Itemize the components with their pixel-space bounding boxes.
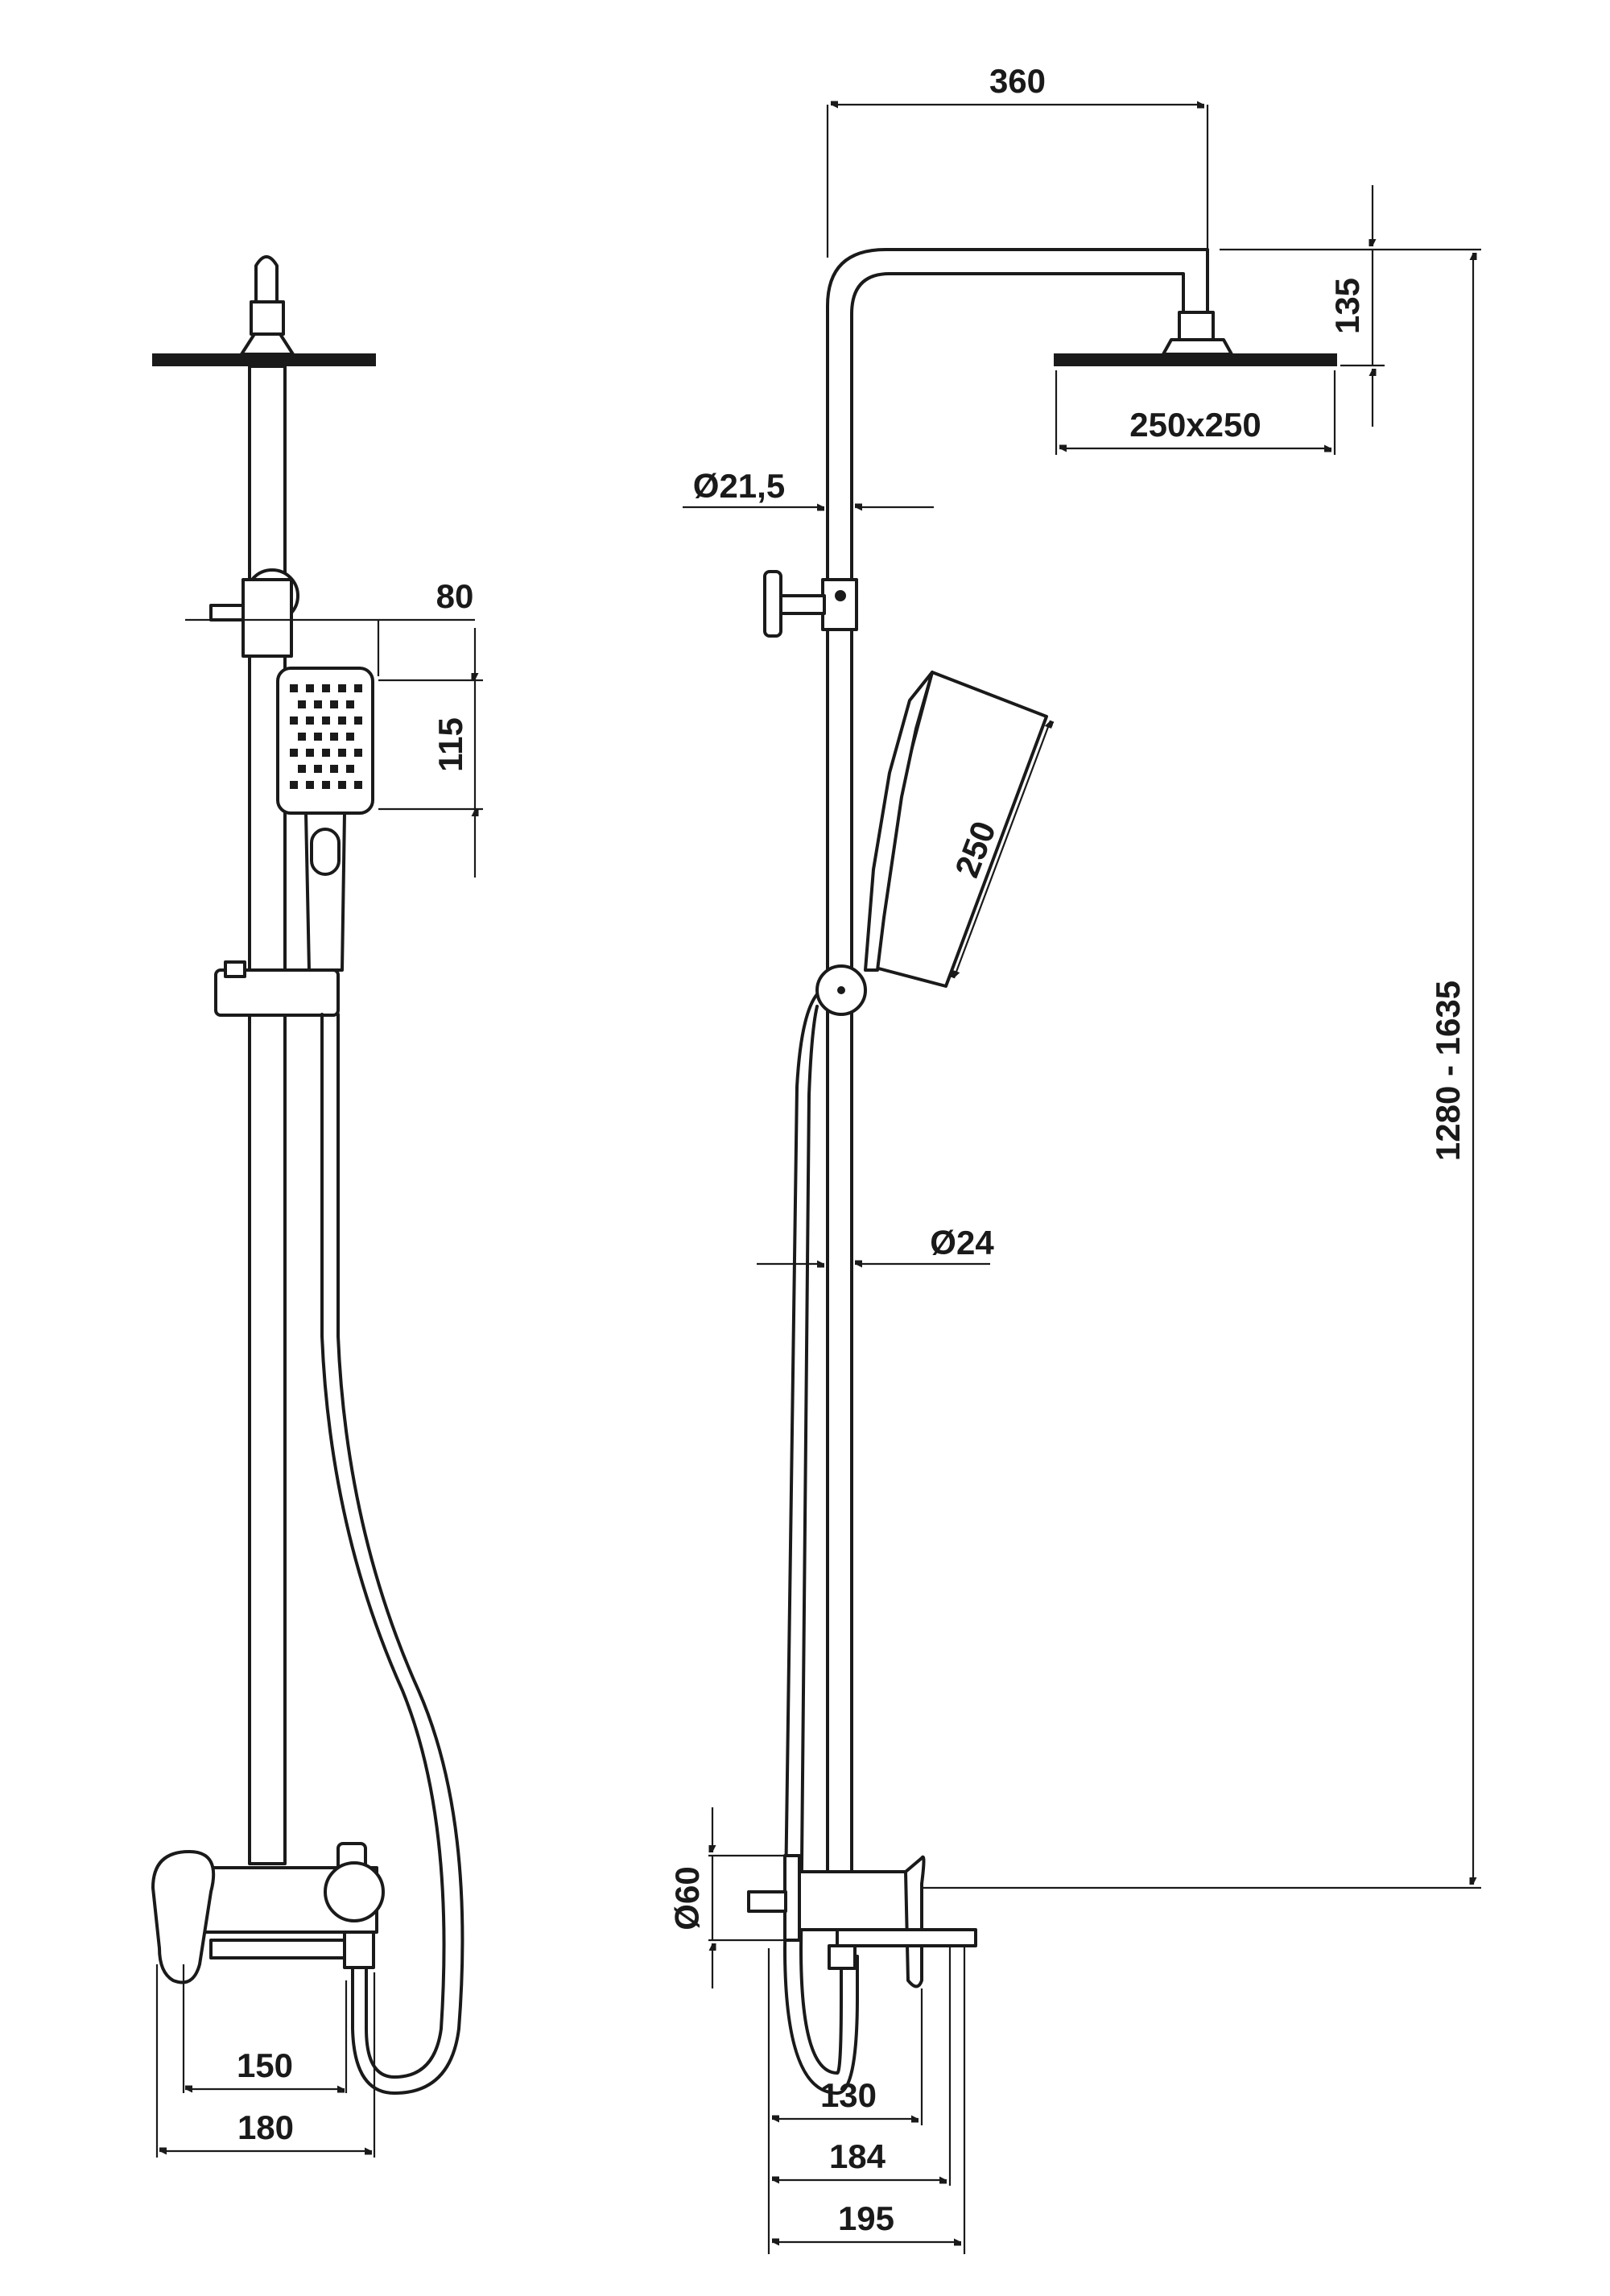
side-mixer-lever: [904, 1855, 926, 1988]
dim-180-label: 180: [237, 2108, 294, 2146]
dim-80-label: 80: [436, 577, 474, 615]
dim-height-label: 1280 - 1635: [1429, 981, 1467, 1161]
front-view: [151, 255, 464, 2095]
side-dimensions: 360 135 250x250 Ø21,5 1280 - 1635 Ø24 25…: [668, 62, 1481, 2254]
side-hose-outer: [783, 993, 859, 2095]
dim-135-label: 135: [1328, 278, 1366, 334]
front-hand-shower-nozzles: [290, 684, 362, 789]
front-hose-outer: [336, 1013, 464, 2095]
dim-d21-label: Ø21,5: [693, 467, 785, 505]
dim-184-label: 184: [829, 2137, 886, 2175]
front-diverter-lever: [209, 604, 245, 621]
front-head-neck: [240, 332, 295, 356]
side-spout: [836, 1928, 977, 1947]
side-head-neck: [1162, 338, 1233, 356]
side-head-connector: [1178, 311, 1215, 341]
front-mixer-lever: [151, 1850, 216, 1984]
dim-195-label: 195: [838, 2199, 894, 2237]
front-arm-tip: [254, 255, 279, 304]
side-view: [747, 248, 1337, 2095]
side-hose-inner: [799, 1005, 843, 2075]
dim-250x250-label: 250x250: [1129, 406, 1261, 444]
dim-115-label: 115: [431, 717, 469, 772]
front-diverter-body: [242, 578, 293, 658]
side-riser-arm-outer: [826, 248, 1209, 1877]
side-diverter-pin: [835, 590, 846, 601]
side-mixer-body: [798, 1870, 922, 1931]
front-slider-knob: [224, 960, 246, 978]
front-mixer-outlet: [343, 1931, 375, 1969]
front-slider: [214, 968, 340, 1017]
front-dimensions: 80 115 150 180: [155, 577, 483, 2158]
side-riser-arm-inner: [850, 272, 1185, 1877]
dim-150-label: 150: [237, 2046, 293, 2084]
dim-130-label: 130: [820, 2076, 877, 2114]
front-rain-head: [152, 353, 376, 366]
front-hose-inner: [320, 1013, 446, 2079]
side-connector: [747, 1890, 787, 1913]
side-outlet: [828, 1944, 857, 1970]
front-mixer-right-knob: [324, 1861, 385, 1922]
dim-d24-label: Ø24: [930, 1224, 994, 1262]
side-rain-head: [1054, 353, 1337, 366]
side-hand-shower-handle: [864, 671, 934, 972]
dim-d60-label: Ø60: [668, 1866, 706, 1930]
side-slider-pin: [837, 986, 845, 994]
front-hand-shower-button: [310, 828, 341, 876]
side-diverter-handle: [763, 570, 782, 638]
front-head-connector: [250, 300, 285, 336]
side-diverter-body: [821, 578, 858, 631]
dim-360-label: 360: [989, 62, 1046, 100]
